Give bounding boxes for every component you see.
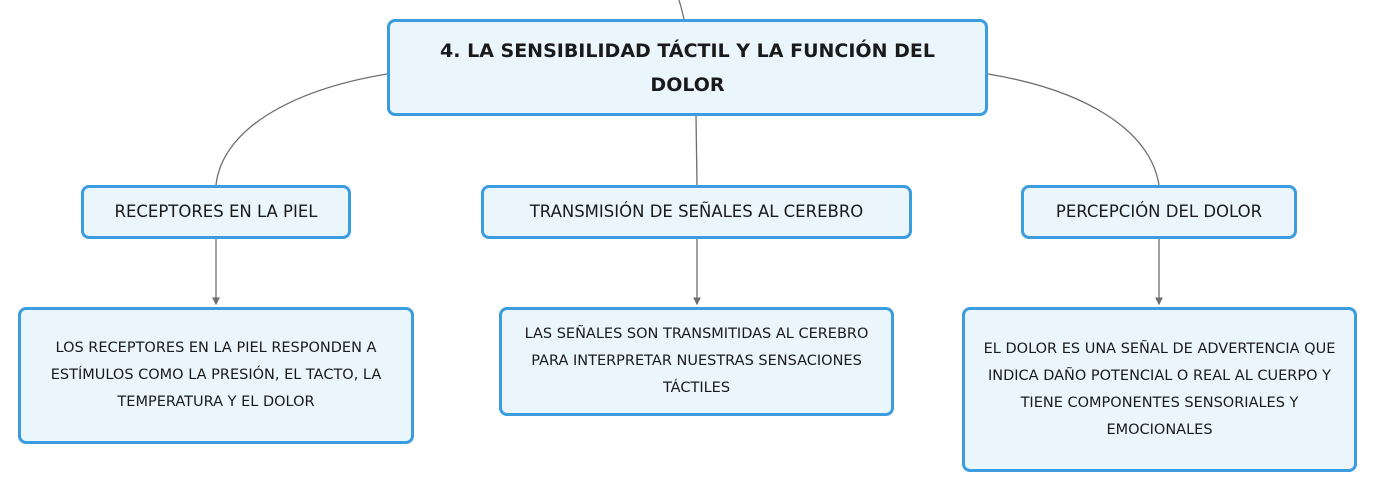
connector-parent-to-root [678, 0, 685, 20]
root-topic-title: 4. LA SENSIBILIDAD TÁCTIL Y LA FUNCIÓN D… [440, 39, 935, 96]
topic-label-percepcion: PERCEPCIÓN DEL DOLOR [1055, 202, 1263, 221]
connector-root-to-receptores [215, 73, 388, 186]
connector-root-to-percepcion [987, 73, 1160, 186]
topic-label-receptores: RECEPTORES EN LA PIEL [114, 202, 318, 221]
topic-node-percepcion-del-dolor[interactable]: PERCEPCIÓN DEL DOLOR [1021, 185, 1297, 239]
subtopic-node-transmision-detail[interactable]: LAS SEÑALES SON TRANSMITIDAS AL CEREBRO … [499, 307, 894, 416]
subtopic-node-percepcion-detail[interactable]: EL DOLOR ES UNA SEÑAL DE ADVERTENCIA QUE… [962, 307, 1357, 472]
subtopic-node-receptores-detail[interactable]: LOS RECEPTORES EN LA PIEL RESPONDEN A ES… [18, 307, 414, 444]
connector-root-to-transmision [695, 115, 698, 186]
subtopic-text-receptores: LOS RECEPTORES EN LA PIEL RESPONDEN A ES… [50, 340, 382, 410]
topic-node-receptores-en-la-piel[interactable]: RECEPTORES EN LA PIEL [81, 185, 351, 239]
subtopic-text-percepcion: EL DOLOR ES UNA SEÑAL DE ADVERTENCIA QUE… [983, 340, 1336, 438]
topic-label-transmision: TRANSMISIÓN DE SEÑALES AL CEREBRO [529, 202, 864, 221]
topic-node-transmision-de-senales[interactable]: TRANSMISIÓN DE SEÑALES AL CEREBRO [481, 185, 912, 239]
root-topic-node[interactable]: 4. LA SENSIBILIDAD TÁCTIL Y LA FUNCIÓN D… [387, 19, 988, 116]
subtopic-text-transmision: LAS SEÑALES SON TRANSMITIDAS AL CEREBRO … [524, 326, 869, 396]
